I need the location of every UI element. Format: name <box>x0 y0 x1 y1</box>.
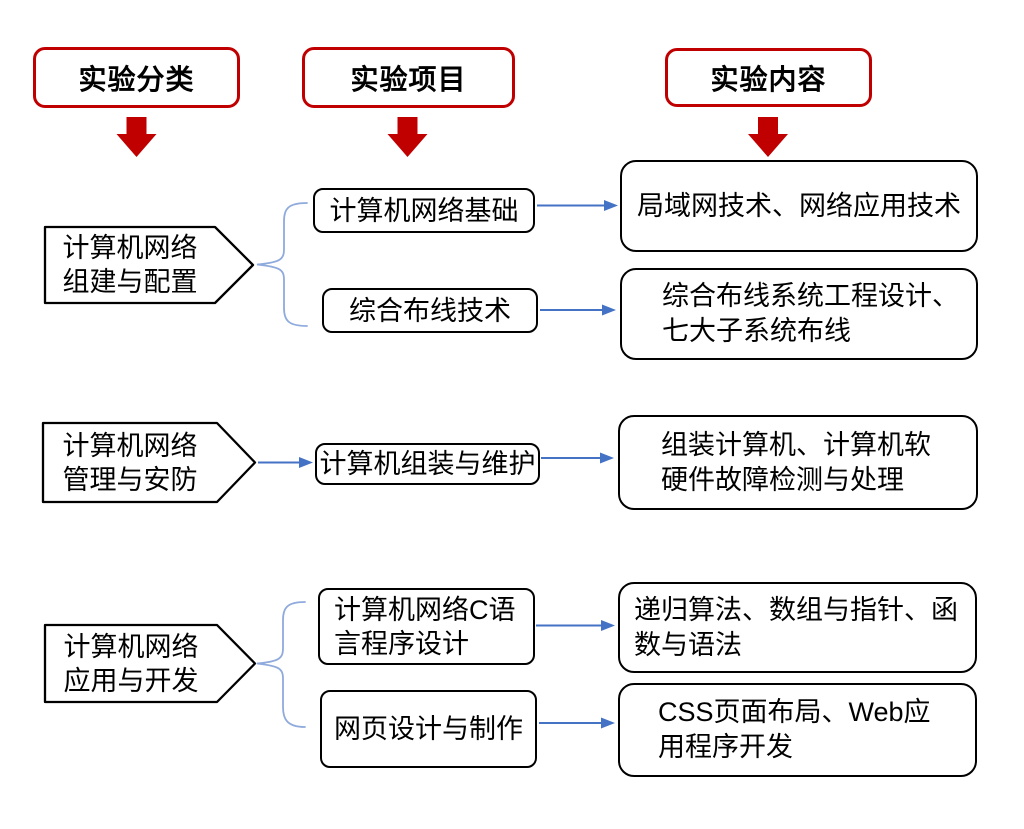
flow-arrow <box>537 200 618 211</box>
down-arrow-icon <box>116 117 157 157</box>
category-pentagon-shape <box>43 623 257 704</box>
content-box: CSS页面布局、Web应 用程序开发 <box>618 683 977 777</box>
category-label: 计算机网络 应用与开发 <box>63 631 199 696</box>
category-pentagon-shape <box>41 421 257 504</box>
brace-connector <box>256 202 308 327</box>
category-pentagon-shape <box>43 225 255 305</box>
content-box: 递归算法、数组与指针、函 数与语法 <box>618 582 977 673</box>
flow-arrow <box>258 457 313 468</box>
flow-arrow <box>541 452 614 464</box>
flow-arrow <box>536 620 615 631</box>
category-label: 计算机网络 管理与安防 <box>62 430 198 495</box>
header-experiment-content: 实验内容 <box>665 48 872 107</box>
project-box: 计算机组装与维护 <box>315 443 540 485</box>
down-arrow-icon <box>748 117 788 157</box>
category-label: 计算机网络 组建与配置 <box>62 233 198 297</box>
project-box: 计算机网络基础 <box>313 188 535 233</box>
project-box: 网页设计与制作 <box>320 690 537 768</box>
flow-arrow <box>540 304 616 316</box>
content-box: 综合布线系统工程设计、 七大子系统布线 <box>620 268 978 360</box>
header-experiment-project: 实验项目 <box>302 47 515 108</box>
content-box: 组装计算机、计算机软 硬件故障检测与处理 <box>618 415 978 510</box>
content-box: 局域网技术、网络应用技术 <box>620 160 978 252</box>
flow-arrow <box>539 717 615 729</box>
down-arrow-icon <box>387 117 428 157</box>
brace-connector <box>256 601 306 728</box>
header-experiment-category: 实验分类 <box>33 47 240 108</box>
project-box: 计算机网络C语 言程序设计 <box>318 588 535 665</box>
project-box: 综合布线技术 <box>322 288 538 333</box>
